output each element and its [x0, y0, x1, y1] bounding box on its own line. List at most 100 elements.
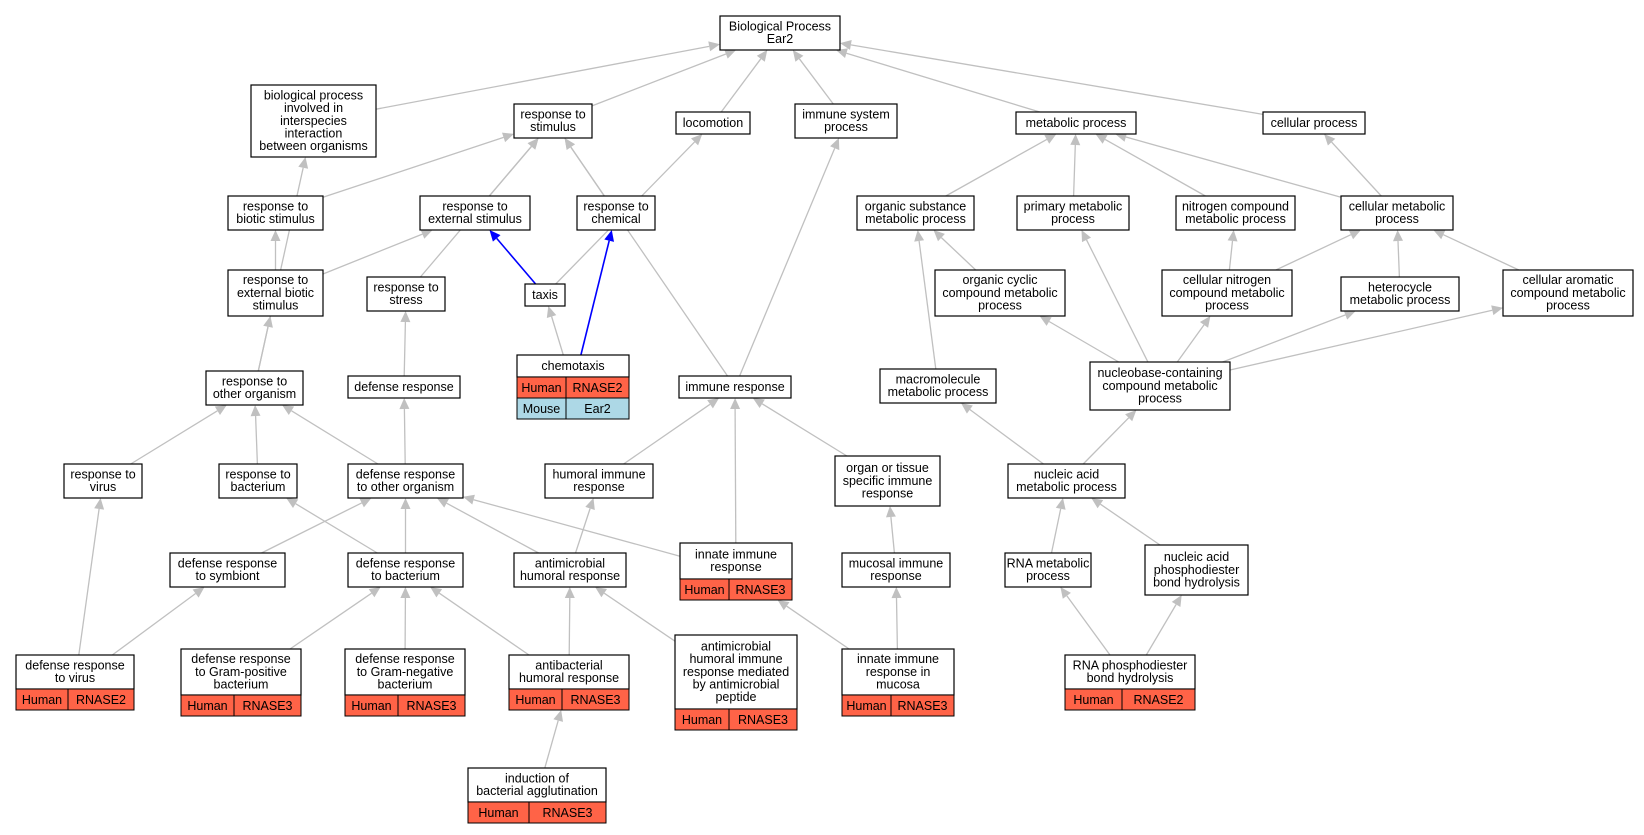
arrowhead-resp_bact-to-resp_other — [250, 405, 261, 417]
node-label: bacterium — [214, 677, 269, 691]
edge-resp_virus-to-resp_other — [130, 410, 218, 465]
arrowhead-interspecies-to-bp — [708, 41, 720, 52]
node-box — [1175, 195, 1296, 231]
gene-cell — [890, 694, 955, 717]
edge-heterocycle-to-cell_met — [1397, 240, 1401, 278]
node-label: nucleic acid — [1034, 468, 1099, 482]
arrowhead-antibact_hum-to-antimic_hum — [564, 587, 575, 598]
node-label: RNA phosphodiester — [1073, 659, 1188, 673]
node-label: defense response — [356, 468, 455, 482]
node-cellular[interactable]: cellular process — [1262, 111, 1366, 135]
arrowhead-chemotaxis-to-taxis — [546, 306, 557, 318]
arrowhead-resp_virus-to-resp_other — [214, 405, 227, 415]
arrowhead-primary_met-to-metabolic — [1070, 134, 1081, 146]
node-locomotion[interactable]: locomotion — [675, 111, 751, 135]
arrowhead-taxis-to-resp_ext — [489, 230, 501, 242]
node-label: antibacterial — [535, 659, 602, 673]
node-label: interaction — [285, 126, 343, 140]
edge-cell_nitrogen-to-cell_met — [1275, 234, 1352, 271]
arrowhead-heterocycle-to-cell_met — [1393, 230, 1403, 242]
arrowhead-cell_nitrogen-to-cell_met — [1348, 230, 1361, 240]
edge-cell_met-to-cellular — [1331, 141, 1382, 197]
edge-antibact_hum-to-def_bact — [438, 592, 530, 656]
edge-agglutination-to-antibact_hum — [544, 720, 559, 769]
node-label: organ or tissue — [846, 461, 929, 475]
species-label: Mouse — [523, 402, 561, 416]
node-box — [227, 269, 324, 317]
edge-nucleobase-to-cell_nitrogen — [1176, 324, 1205, 363]
arrowhead-innate_mucosa-to-mucosal — [891, 587, 902, 599]
node-label: macromolecule — [896, 373, 981, 387]
arrowhead-taxis-to-locomotion — [691, 134, 703, 146]
node-label: locomotion — [683, 116, 743, 130]
node-box — [344, 648, 466, 696]
gene-label: RNASE3 — [738, 713, 788, 727]
edge-nitrogen-to-metabolic — [1104, 138, 1206, 197]
gene-label: RNASE3 — [897, 699, 947, 713]
edge-cell_met-to-metabolic — [1125, 136, 1342, 198]
node-label: defense response — [354, 380, 453, 394]
edge-immune_sys-to-bp — [798, 58, 834, 105]
arrowhead-cell_aromatic-to-cell_met — [1433, 230, 1446, 240]
node-label: process — [1375, 212, 1419, 226]
node-label: external biotic — [237, 286, 314, 300]
node-defense[interactable]: defense response — [347, 375, 461, 399]
node-label: compound metabolic — [1169, 286, 1284, 300]
node-metabolic[interactable]: metabolic process — [1015, 111, 1137, 135]
node-label: Biological Process — [729, 20, 831, 34]
arrowhead-innate-to-def_other — [463, 494, 475, 505]
node-label: process — [1205, 298, 1249, 312]
gene-cell — [233, 694, 302, 717]
node-immune_resp[interactable]: immune response — [678, 375, 792, 399]
arrowhead-defense-to-resp_stress — [400, 311, 411, 323]
node-label: innate immune — [695, 548, 777, 562]
node-taxis[interactable]: taxis — [524, 283, 566, 307]
edge-antimic_hum-to-def_other — [446, 502, 539, 554]
arrowhead-organ_tissue-to-immune_resp — [752, 398, 765, 408]
species-label: Human — [478, 806, 518, 820]
node-box — [934, 269, 1066, 317]
